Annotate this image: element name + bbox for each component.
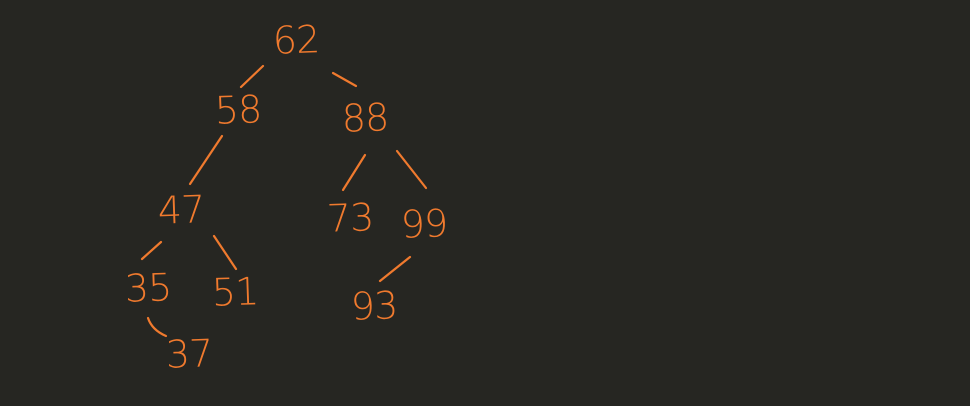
node-62: 62 xyxy=(272,17,320,63)
node-73: 73 xyxy=(326,195,374,241)
edge-99-93 xyxy=(378,255,412,283)
edge-58-47 xyxy=(188,134,224,186)
edge-47-35 xyxy=(140,240,163,261)
node-93: 93 xyxy=(350,283,398,329)
edge-47-51 xyxy=(212,234,238,271)
node-35: 35 xyxy=(124,265,172,311)
edge-88-73 xyxy=(341,153,367,192)
edge-88-99 xyxy=(395,149,428,190)
node-51: 51 xyxy=(211,269,259,315)
node-58: 58 xyxy=(214,87,262,133)
edge-62-58 xyxy=(239,64,265,89)
node-99: 99 xyxy=(400,201,448,247)
node-47: 47 xyxy=(157,187,205,233)
node-88: 88 xyxy=(341,95,389,141)
edge-62-88 xyxy=(331,71,358,88)
edge-35-37 xyxy=(146,316,168,338)
node-37: 37 xyxy=(165,331,213,377)
